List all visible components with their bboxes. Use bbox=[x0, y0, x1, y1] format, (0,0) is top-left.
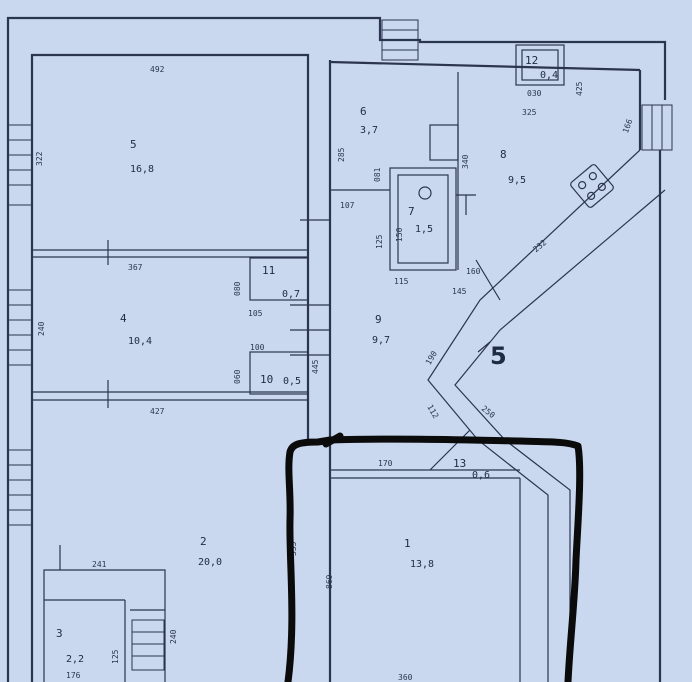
stairs-right bbox=[641, 104, 673, 151]
dim-label: 107 bbox=[340, 201, 355, 210]
dim-label: 030 bbox=[527, 89, 542, 98]
room-1-id: 1 bbox=[404, 537, 411, 550]
marker-tick bbox=[322, 432, 344, 448]
room-7-id: 7 bbox=[408, 205, 415, 218]
dim-label: 241 bbox=[92, 560, 107, 569]
room-4-area: 10,4 bbox=[128, 336, 152, 347]
room-labels: 5 16,8 4 10,4 2 20,0 3 2,2 6 3,7 7 1,5 8… bbox=[56, 54, 558, 665]
dim-label: 081 bbox=[373, 167, 382, 182]
stairs-bottom bbox=[131, 619, 165, 671]
room-13-id: 13 bbox=[453, 457, 466, 470]
room-8-area: 9,5 bbox=[508, 175, 526, 186]
room-1-area: 13,8 bbox=[410, 559, 434, 570]
marker-outline bbox=[284, 435, 584, 682]
room-2-id: 2 bbox=[200, 535, 207, 548]
room-10-area: 0,5 bbox=[283, 376, 301, 387]
dim-label: 285 bbox=[337, 147, 346, 162]
room-8-id: 8 bbox=[500, 148, 507, 161]
fixture-circle bbox=[418, 186, 432, 200]
section-mark-line bbox=[477, 341, 491, 353]
dim-label: 115 bbox=[394, 277, 409, 286]
dim-label: 060 bbox=[233, 369, 242, 384]
dim-label: 100 bbox=[250, 343, 265, 352]
stove-symbol bbox=[570, 164, 614, 208]
room-11-area: 0,7 bbox=[282, 289, 300, 300]
dim-label: 325 bbox=[522, 108, 537, 117]
room-6-id: 6 bbox=[360, 105, 367, 118]
dim-label: 240 bbox=[169, 629, 178, 644]
dimension-labels: 492 322 367 240 427 241 240 176 125 335 … bbox=[35, 65, 635, 682]
room-10-id: 10 bbox=[260, 373, 273, 386]
stairs-top bbox=[381, 19, 419, 61]
room-7-area: 1,5 bbox=[415, 224, 433, 235]
room-3-area: 2,2 bbox=[66, 654, 84, 665]
dim-label: 150 bbox=[395, 227, 404, 242]
dim-label: 170 bbox=[378, 459, 393, 468]
dim-label: 425 bbox=[575, 81, 584, 96]
dim-label: 869 bbox=[325, 574, 334, 589]
room-5-area: 16,8 bbox=[130, 164, 154, 175]
dim-label: 160 bbox=[466, 267, 481, 276]
dim-label: 240 bbox=[37, 321, 46, 336]
room-4-id: 4 bbox=[120, 312, 127, 325]
room-12-area: 0,4 bbox=[540, 70, 558, 81]
room-13-area: 0,6 bbox=[472, 470, 490, 481]
room-11-id: 11 bbox=[262, 264, 275, 277]
room-12-id: 12 bbox=[525, 54, 538, 67]
room-9-id: 9 bbox=[375, 313, 382, 326]
dim-label: 360 bbox=[398, 673, 413, 682]
dim-label: 367 bbox=[128, 263, 143, 272]
stairs-left bbox=[7, 124, 33, 526]
dim-label: 427 bbox=[150, 407, 165, 416]
dim-label: 340 bbox=[461, 154, 470, 169]
interior-walls bbox=[32, 44, 666, 682]
dim-label: 125 bbox=[111, 649, 120, 664]
dim-label: 145 bbox=[452, 287, 467, 296]
room-6-area: 3,7 bbox=[360, 125, 378, 136]
dim-label: 322 bbox=[35, 151, 44, 166]
dim-label: 492 bbox=[150, 65, 165, 74]
dim-label: 176 bbox=[66, 671, 81, 680]
dim-label: 125 bbox=[375, 234, 384, 249]
dim-label: 105 bbox=[248, 309, 263, 318]
room-9-area: 9,7 bbox=[372, 335, 390, 346]
dim-label: 445 bbox=[311, 359, 320, 374]
room-2-area: 20,0 bbox=[198, 557, 222, 568]
dim-label: 080 bbox=[233, 281, 242, 296]
section-mark: 5 bbox=[490, 342, 507, 370]
room-5-id: 5 bbox=[130, 138, 137, 151]
room-3-id: 3 bbox=[56, 627, 63, 640]
